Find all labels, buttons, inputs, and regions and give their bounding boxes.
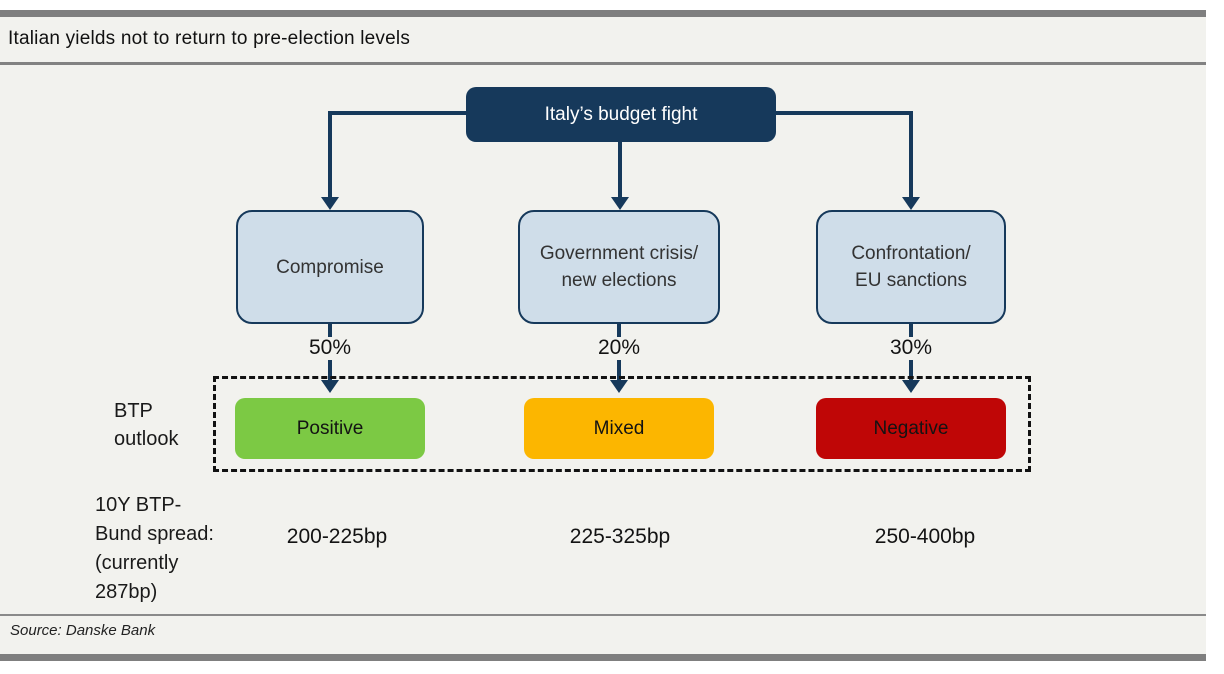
probability-label: 20% [597,336,641,359]
figure-title: Italian yields not to return to pre-elec… [8,28,411,49]
outlook-box-positive: Positive [235,398,425,459]
probability-label: 50% [308,336,352,359]
connector-shaft [328,360,332,381]
arrow-down-icon [321,197,339,210]
outlook-box-negative: Negative [816,398,1006,459]
arrow-down-icon [902,380,920,393]
scenario-node-compromise: Compromise [236,210,424,324]
row-label-line: (currently [95,552,179,574]
title-divider [0,62,1206,65]
arrow-down-icon [321,380,339,393]
top-border-bar [0,10,1206,17]
outlook-label: Negative [873,417,949,439]
connector-shaft [617,360,621,381]
connector-stub [617,324,621,337]
spread-row-label: 10Y BTP- Bund spread: (currently 287bp) [95,491,214,607]
scenario-node-confrontation: Confrontation/ EU sanctions [816,210,1006,324]
scenario-label-line: new elections [561,270,677,291]
probability-label: 30% [889,336,933,359]
connector-vertical-middle [618,142,622,197]
arrow-down-icon [610,380,628,393]
footer-divider [0,614,1206,616]
row-label-line: outlook [114,428,179,450]
source-attribution: Source: Danske Bank [10,622,156,639]
row-label-line: 287bp) [95,581,158,603]
outlook-label: Positive [296,417,364,439]
connector-stub [328,324,332,337]
row-label-line: Bund spread: [95,523,214,545]
scenario-node-government-crisis: Government crisis/ new elections [518,210,720,324]
outlook-dashed-frame [213,376,1031,472]
scenario-label-line: Compromise [276,256,384,278]
scenario-label-line: Confrontation/ [851,243,971,264]
root-node: Italy’s budget fight [466,87,776,142]
arrow-down-icon [611,197,629,210]
spread-value: 200-225bp [286,525,388,548]
root-node-label: Italy’s budget fight [544,103,698,125]
scenario-label-line: EU sanctions [855,270,967,291]
bottom-border-bar [0,654,1206,661]
connector-shaft [909,360,913,381]
row-label-line: BTP [114,400,153,422]
spread-value: 250-400bp [874,525,976,548]
connector-vertical-left [328,111,332,197]
outlook-box-mixed: Mixed [524,398,714,459]
btp-outlook-row-label: BTP outlook [114,397,179,453]
arrow-down-icon [902,197,920,210]
scenario-label-line: Government crisis/ [539,243,699,264]
spread-value: 225-325bp [569,525,671,548]
connector-horizontal-right [776,111,913,115]
connector-stub [909,324,913,337]
connector-vertical-right [909,111,913,197]
connector-horizontal-left [328,111,466,115]
outlook-label: Mixed [593,417,645,439]
row-label-line: 10Y BTP- [95,494,182,516]
